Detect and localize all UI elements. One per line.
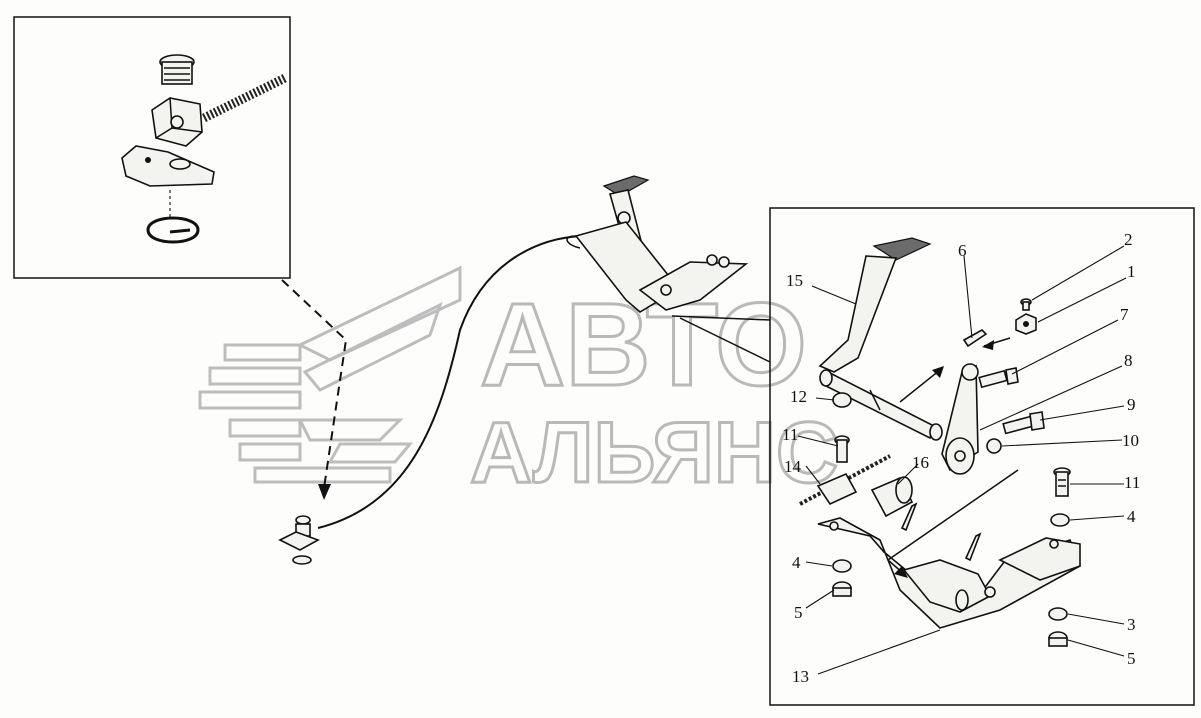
assembly-arrow-2: [899, 369, 941, 403]
nut-5-right: [1048, 631, 1068, 647]
spring-washer-4-left: [832, 559, 852, 573]
callout-3: 3: [1127, 615, 1136, 634]
bolt-9: [1002, 411, 1045, 435]
cable-clamp-14: [799, 454, 891, 506]
assembly-arrow-1-head: [982, 340, 994, 350]
washer-3: [1048, 607, 1068, 621]
cotter-pin-right: [964, 532, 982, 562]
callout-7: 7: [1120, 305, 1129, 324]
watermark-line2: АЛЬЯНС: [470, 405, 838, 501]
callout-15: 15: [786, 271, 803, 290]
bolt-7: [978, 367, 1019, 389]
screw-2: [1020, 298, 1032, 311]
callout-5-right: 5: [1127, 649, 1136, 668]
small-cable-end-assembly: [278, 515, 320, 565]
callout-11-left: 11: [782, 425, 798, 444]
accelerator-pedal: [818, 237, 932, 373]
watermark-logo: АВТО АЛЬЯНС: [198, 265, 840, 503]
watermark-emblem: [198, 265, 462, 484]
throttle-cable: [317, 235, 583, 529]
detail-frame: [769, 207, 1195, 706]
assembly-arrow-2-head: [932, 366, 944, 378]
spring-washer-4-right: [1050, 513, 1070, 527]
callout-8: 8: [1124, 351, 1133, 370]
callout-13: 13: [792, 667, 809, 686]
callout-4-left: 4: [792, 553, 801, 572]
inset-lever-plate: [121, 145, 215, 187]
bolt-11-left: [834, 435, 850, 463]
cotter-pin-left: [900, 502, 918, 532]
zoom-connector-lower: [679, 317, 771, 363]
pedal-shaft: [819, 369, 943, 441]
callout-1: 1: [1127, 262, 1136, 281]
inset-swivel-nut: [151, 97, 203, 147]
inset-plate-hole: [145, 157, 151, 163]
pedal-bracket-13: [817, 517, 1081, 629]
inset-cable: [202, 73, 287, 123]
callout-14: 14: [784, 457, 802, 476]
callout-11-right: 11: [1124, 473, 1140, 492]
callout-2: 2: [1124, 230, 1133, 249]
inset-frame: [13, 16, 291, 279]
pedal-assembly-overview: [566, 175, 749, 313]
detail-box: 2 1 6 7 15 8 9 12 10 11 14 16 11 4 4 5 3…: [769, 207, 1195, 706]
callout-6: 6: [958, 241, 967, 260]
assembly-arrow-3-head: [894, 566, 908, 578]
detail-inset: [13, 16, 291, 279]
washer-10: [986, 438, 1002, 454]
inset-pointer-dashed: [281, 279, 348, 489]
inset-washer: [169, 158, 191, 170]
washer-12: [832, 392, 852, 408]
inset-spring-clip: [146, 216, 200, 244]
callout-5-left: 5: [794, 603, 803, 622]
inset-pointer-arrow: [318, 484, 331, 500]
bolt-11-right: [1053, 467, 1071, 497]
pedal-lever-arm: [941, 363, 979, 475]
callout-4-right: 4: [1127, 507, 1136, 526]
inset-screw: [159, 54, 195, 85]
callout-10: 10: [1122, 431, 1139, 450]
callout-labels: 2 1 6 7 15 8 9 12 10 11 14 16 11 4 4 5 3…: [782, 230, 1140, 686]
nut-1: [1015, 313, 1037, 335]
split-pin-6: [962, 329, 988, 348]
callout-9: 9: [1127, 395, 1136, 414]
callout-12: 12: [790, 387, 807, 406]
bushing-16: [870, 476, 914, 518]
nut-5-left: [832, 581, 852, 597]
callout-16: 16: [912, 453, 929, 472]
zoom-connector-upper: [671, 315, 771, 321]
leader-lines: [797, 245, 1127, 675]
